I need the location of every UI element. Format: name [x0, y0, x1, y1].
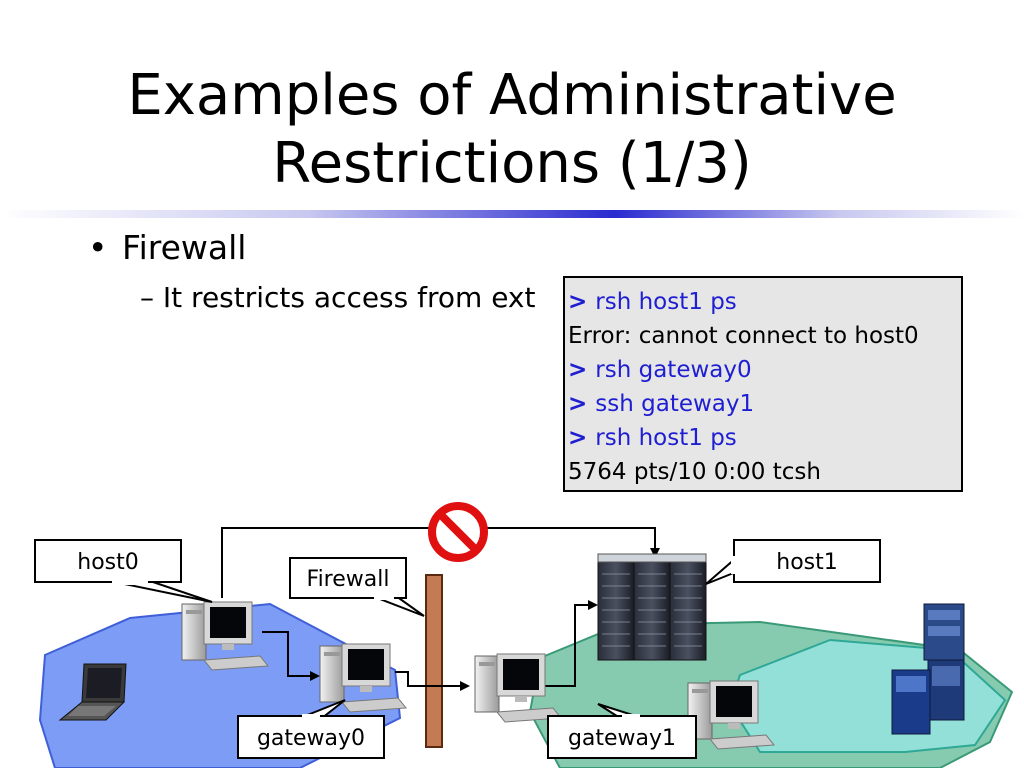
terminal-prompt: >	[568, 357, 596, 383]
desktop-computer-icon	[687, 680, 775, 750]
terminal-line-text: 5764 pts/10 0:00 tcsh	[568, 459, 821, 485]
host1-callout: host1	[705, 539, 881, 585]
gateway0-to-gateway1-line	[395, 671, 470, 691]
firewall-wall	[425, 574, 443, 748]
terminal-prompt: >	[568, 425, 596, 451]
sub-bullet-symbol: –	[140, 281, 154, 314]
no-entry-icon	[428, 502, 488, 562]
title-divider	[0, 210, 1024, 218]
host0-to-gateway0-line	[262, 631, 320, 681]
terminal-prompt: >	[568, 289, 596, 315]
gateway1-to-host1-line	[545, 600, 598, 687]
sub-bullet-restriction: – It restricts access from ext	[140, 280, 535, 316]
title-line-1: Examples of Administrative	[127, 63, 897, 128]
desktop-computer-icon	[181, 601, 269, 671]
terminal-output-line: Error: cannot connect to host0	[568, 319, 958, 353]
desktop-computer-icon	[474, 653, 562, 723]
gateway1-computer	[474, 653, 562, 723]
terminal-command-line: > rsh gateway0	[568, 353, 958, 387]
firewall-callout: Firewall	[289, 557, 425, 617]
host0-computer	[181, 601, 269, 671]
sub-bullet-text: It restricts access from ext	[162, 281, 536, 314]
terminal-session-box: > rsh host1 ps Error: cannot connect to h…	[563, 276, 963, 492]
server-rack-icon	[597, 553, 707, 661]
terminal-prompt: >	[568, 391, 596, 417]
firewall-label: Firewall	[307, 567, 390, 592]
gateway1-callout: gateway1	[547, 703, 697, 759]
terminal-line-text: rsh host1 ps	[595, 425, 737, 451]
bullet-firewall: • Firewall	[88, 228, 246, 268]
gateway0-computer	[319, 643, 407, 713]
bullet-symbol: •	[88, 228, 108, 267]
title-line-2: Restrictions (1/3)	[272, 131, 752, 196]
right-network-computer	[687, 680, 775, 750]
terminal-output-line: 5764 pts/10 0:00 tcsh	[568, 455, 958, 489]
gateway1-label: gateway1	[568, 726, 676, 751]
terminal-command-line: > ssh gateway1	[568, 387, 958, 421]
host1-label: host1	[776, 550, 838, 575]
terminal-line-text: rsh gateway0	[595, 357, 752, 383]
slide-title: Examples of Administrative Restrictions …	[0, 62, 1024, 198]
gateway0-callout: gateway0	[237, 699, 385, 759]
gateway0-label: gateway0	[257, 726, 365, 751]
terminal-line-text: Error: cannot connect to host0	[568, 323, 919, 349]
desktop-computer-icon	[319, 643, 407, 713]
tower-server-icon	[891, 603, 965, 735]
host0-callout: host0	[34, 539, 213, 603]
bullet-text: Firewall	[122, 228, 247, 267]
laptop-icon	[58, 663, 127, 721]
terminal-command-line: > rsh host1 ps	[568, 421, 958, 455]
terminal-command-line: > rsh host1 ps	[568, 285, 958, 319]
terminal-line-text: rsh host1 ps	[595, 289, 737, 315]
host0-label: host0	[77, 550, 139, 575]
terminal-line-text: ssh gateway1	[595, 391, 755, 417]
